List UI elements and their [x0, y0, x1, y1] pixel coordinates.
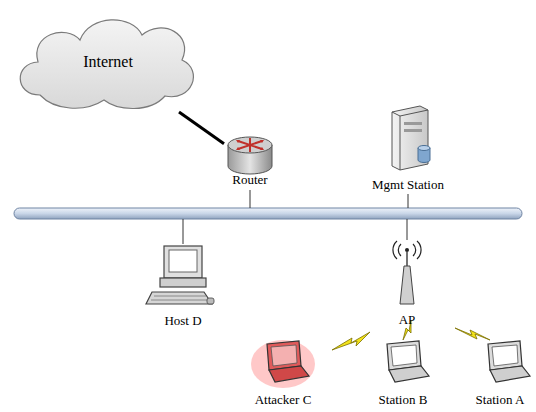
host-node: Host D [147, 243, 219, 329]
access-point-icon [393, 241, 421, 304]
node-label: Router [224, 172, 276, 188]
access-point-node: AP [390, 238, 424, 328]
node-label: Station A [468, 392, 532, 408]
laptop-icon [387, 341, 429, 382]
router-icon [228, 137, 272, 174]
laptop-icon [488, 341, 530, 382]
router-node: Router [224, 136, 276, 188]
station-node: Station B [371, 338, 435, 408]
server-node: Mgmt Station [370, 104, 446, 193]
cloud-node: Internet [20, 12, 196, 112]
server-icon [392, 106, 430, 170]
node-label: Internet [83, 53, 133, 71]
node-label: Mgmt Station [370, 177, 446, 193]
internet-cloud [20, 20, 193, 109]
node-label: Host D [147, 313, 219, 329]
node-label: Attacker C [251, 392, 315, 408]
station-node: Station A [468, 338, 532, 408]
bus-taps [183, 190, 408, 244]
network-link [179, 112, 224, 144]
pc-icon [146, 246, 214, 304]
attacker-node: Attacker C [251, 338, 315, 408]
node-label: Station B [371, 392, 435, 408]
laptop-icon [251, 340, 315, 388]
node-label: AP [390, 312, 424, 328]
network-bus [14, 208, 522, 219]
